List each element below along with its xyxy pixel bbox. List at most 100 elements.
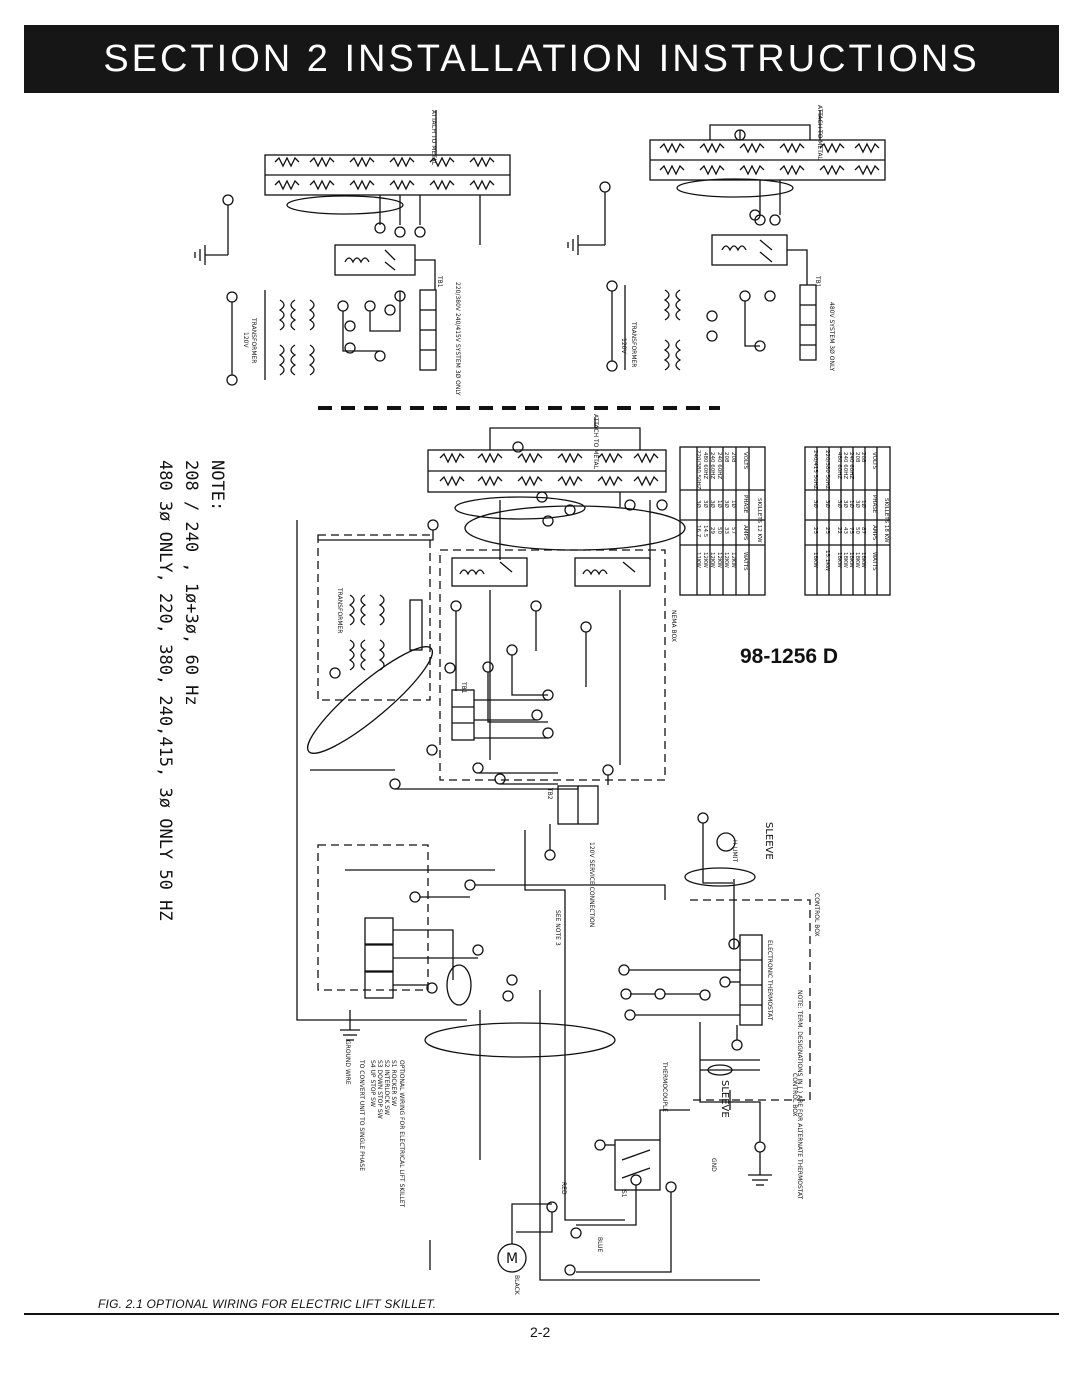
tb2-label: TB2 — [546, 787, 553, 800]
table-12kw-r4c3: 12KW — [702, 552, 708, 568]
table-18kw-r1c3: 18KW — [854, 552, 860, 568]
system-220-380-label: 220/380V 240/415V SYSTEM 3Ø ONLY — [454, 282, 461, 396]
table-18kw-r0c3: 18KW — [860, 552, 866, 568]
table-18kw-r5c3: 15.1KW — [824, 550, 830, 572]
table-12kw-r4c0: 480 60HZ — [702, 452, 708, 479]
optional-wiring-line-3: S3 DOWN STOP SW — [376, 1060, 383, 1119]
table-12kw-r4c1: 3Ø — [702, 500, 709, 508]
table-12kw-r4c2: 14.5 — [702, 525, 708, 538]
table-18kw-r2c0: 240 60HZ — [848, 452, 854, 479]
see-note-3-label: SEE NOTE 3 — [554, 910, 561, 946]
optional-wiring-line-5: TO CONVERT UNIT TO SINGLE PHASE — [358, 1059, 365, 1171]
table-18kw-r6c3: 18KW — [812, 552, 818, 568]
attach-to-metal-label-1: ATTACH TO METAL — [430, 110, 437, 166]
optional-wiring-line-1: S1 ROCKER SW — [390, 1060, 397, 1106]
table-12kw-r3c2: 29 — [709, 527, 715, 534]
section-title: SECTION 2 INSTALLATION INSTRUCTIONS — [103, 37, 980, 80]
table-12kw-header-amps: AMPS — [742, 525, 748, 541]
table-18kw-title: SKILLETS 18 KW — [883, 498, 889, 543]
s1-label: S1 — [620, 1190, 627, 1198]
skillet-table-12kw: SKILLETS 12 KW VOLTS PHASE AMPS WATTS 20… — [695, 450, 762, 571]
table-12kw-header-watts: WATTS — [742, 552, 748, 571]
tb1-label-2: TB1 — [814, 275, 821, 288]
skillet-table-18kw: SKILLETS 18 KW VOLTS PHASE AMPS WATTS 20… — [812, 450, 889, 572]
drawing-number: 98-1256 D — [740, 645, 839, 668]
terminal-note-label: NOTE: TERM. DESIGNATIONS IN ( ) ARE FOR … — [796, 990, 803, 1200]
table-18kw-r4c2: 22 — [836, 527, 842, 534]
transformer-label-2: TRANSFORMER — [630, 321, 637, 367]
table-18kw-header-watts: WATTS — [871, 552, 877, 571]
optional-wiring-line-4: S4 UP STOP SW — [369, 1060, 376, 1107]
note-heading: NOTE: — [207, 460, 227, 512]
table-12kw-r2c1: 1Ø — [716, 500, 723, 508]
service-connection-label: 120V SERVICE CONNECTION — [588, 842, 595, 927]
schematic-main — [296, 418, 811, 1281]
table-18kw-r3c1: 3Ø — [842, 500, 849, 508]
h-limit-label: H LIMIT — [731, 840, 738, 862]
table-18kw-r2c1: 1Ø — [848, 500, 855, 508]
table-18kw-r3c3: 18KW — [842, 552, 848, 568]
table-18kw-r5c0: 220/380 50HZ — [824, 450, 830, 490]
table-18kw-r1c2: 50 — [854, 527, 860, 534]
table-18kw-r1c0: 208 — [854, 452, 860, 463]
skillet-table-12kw-grid — [679, 446, 766, 596]
attach-to-metal-label-3: ATTACH TO METAL — [592, 414, 599, 470]
table-12kw-r1c0: 208 — [723, 452, 729, 463]
table-18kw-r6c0: 240/415 50HZ — [812, 450, 818, 490]
schematic-top-left — [194, 110, 511, 386]
table-12kw-r0c0: 208 — [730, 452, 736, 463]
voltage-note-text: NOTE: 208 / 240 , 1ø+3ø, 60 Hz 480 3ø ON… — [152, 460, 230, 921]
blue-wire-label: BLUE — [596, 1237, 603, 1253]
sleeve-label-1: SLEEVE — [763, 822, 774, 860]
table-18kw-r6c1: 3Ø — [812, 500, 819, 508]
table-12kw-r2c0: 240 60HZ — [716, 452, 722, 479]
footer-rule — [24, 1313, 1059, 1315]
table-12kw-r1c2: 33 — [723, 527, 729, 534]
control-box-label-1: CONTROL BOX — [813, 893, 820, 937]
table-12kw-r2c3: 12KW — [716, 552, 722, 568]
table-18kw-r5c1: 3Ø — [824, 500, 831, 508]
nema-box-label: NEMA BOX — [670, 610, 677, 642]
gnd-label: GND — [710, 1158, 717, 1172]
table-12kw-r3c0: 240 60HZ — [709, 452, 715, 479]
table-18kw-r1c1: 3Ø — [854, 500, 861, 508]
sleeve-label-2: SLEEVE — [719, 1080, 730, 1118]
table-18kw-header-volts: VOLTS — [871, 452, 877, 470]
table-18kw-r5c2: 25 — [824, 527, 830, 534]
electronic-thermostat-label: ELECTRONIC THERMOSTAT — [766, 940, 773, 1021]
v120-label-1: 120V — [242, 332, 249, 348]
table-18kw-header-phase: PHASE — [871, 495, 877, 514]
thermocouple-label: THERMOCOUPLE — [661, 1061, 668, 1112]
system-480-label: 480V SYSTEM 3Ø ONLY — [828, 302, 835, 371]
table-18kw-r0c1: 1Ø — [860, 500, 867, 508]
table-18kw-r2c3: 18KW — [848, 552, 854, 568]
table-18kw-r6c2: 25 — [812, 527, 818, 534]
table-18kw-r3c0: 240 60HZ — [842, 452, 848, 479]
optional-wiring-line-2: S2 INTERLOCK SW — [383, 1060, 390, 1115]
optional-wiring-note: OPTIONAL WIRING FOR ELECTRICAL LIFT SKIL… — [358, 1059, 405, 1208]
voltage-note: NOTE: 208 / 240 , 1ø+3ø, 60 Hz 480 3ø ON… — [150, 460, 250, 921]
control-box-label-2: CONTROL BOX — [791, 1073, 798, 1117]
v120-label-2: 120V — [620, 338, 627, 354]
schematic-top-right — [567, 110, 886, 372]
table-12kw-r1c1: 3Ø — [723, 500, 730, 508]
attach-to-metal-label-2: ATTACH TO METAL — [816, 105, 823, 161]
wiring-schematic: ATTACH TO METAL ATTACH TO METAL ATTACH T… — [194, 105, 891, 1296]
transformer-label-3: TRANSFORMER — [336, 587, 343, 633]
table-18kw-r3c2: 43 — [842, 527, 848, 534]
table-12kw-r0c1: 1Ø — [730, 500, 737, 508]
table-18kw-r0c2: 87 — [860, 527, 866, 534]
table-12kw-header-volts: VOLTS — [742, 452, 748, 470]
section-header: SECTION 2 INSTALLATION INSTRUCTIONS — [24, 25, 1059, 93]
table-12kw-r3c3: 12KW — [709, 552, 715, 568]
figure-caption: FIG. 2.1 OPTIONAL WIRING FOR ELECTRIC LI… — [98, 1297, 437, 1311]
table-12kw-r0c3: 12KW — [730, 552, 736, 568]
table-18kw-r4c0: 480 60HZ — [836, 452, 842, 479]
ground-wire-label: GROUND WIRE — [344, 1040, 351, 1085]
table-18kw-r2c2: 75 — [848, 527, 854, 534]
note-line-50hz: 480 3ø ONLY, 220, 380, 240,415, 3ø ONLY … — [155, 460, 175, 921]
table-12kw-r5c0: 220/380 50HZ — [695, 450, 701, 490]
skillet-table-18kw-grid — [804, 446, 891, 596]
table-12kw-r5c3: 11KW — [695, 552, 701, 568]
tb1-label-1: TB1 — [436, 275, 443, 288]
